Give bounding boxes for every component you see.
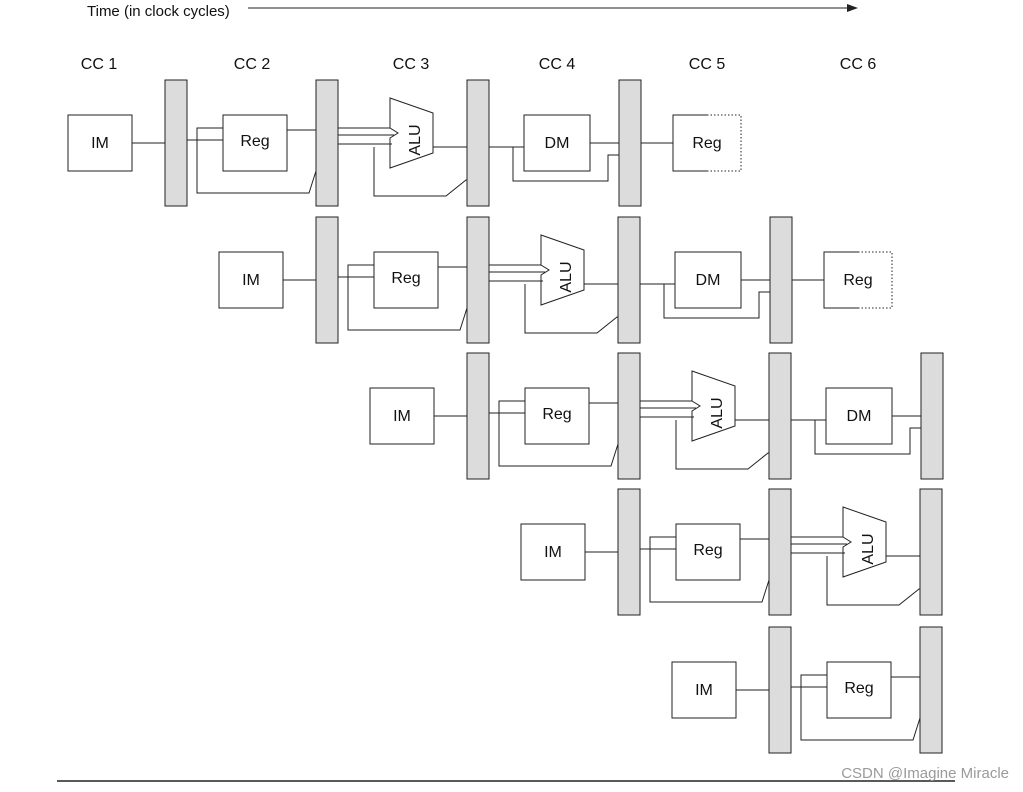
pipeline-register — [617, 488, 641, 616]
reg-read-dotted-edge — [524, 387, 557, 445]
instruction-row: IM Reg ALU DM — [369, 352, 944, 480]
pipeline-register — [466, 352, 490, 480]
reg-read-solid-edge — [406, 251, 439, 309]
alu-shape — [389, 97, 434, 169]
pipeline-register — [768, 352, 792, 480]
alu-shape — [842, 506, 887, 578]
pipeline-register — [617, 216, 641, 344]
wire — [498, 400, 525, 413]
cycle-label: CC 1 — [81, 56, 118, 73]
reg-read-dotted-edge — [373, 251, 406, 309]
pipeline-register — [315, 216, 339, 344]
reg-write-label: Reg — [692, 135, 721, 152]
cycle-label: CC 6 — [840, 56, 877, 73]
reg-label: Reg — [391, 270, 420, 287]
reg-read-dotted-edge — [826, 661, 859, 719]
reg-label: Reg — [844, 680, 873, 697]
dm-box — [674, 251, 742, 309]
cycle-label: CC 3 — [393, 56, 430, 73]
wire — [814, 420, 921, 455]
pipeline-register — [919, 488, 943, 616]
instruction-row: IM Reg ALU DM Reg — [218, 216, 893, 344]
pipeline-register — [919, 626, 943, 754]
reg-write-label: Reg — [843, 272, 872, 289]
pipeline-register — [164, 79, 188, 207]
pipeline-register — [466, 79, 490, 207]
time-axis-arrow — [847, 4, 858, 12]
alu-shape — [691, 370, 736, 442]
alu-label: ALU — [860, 533, 877, 564]
reg-read-dotted-edge — [675, 523, 708, 581]
pipeline-register — [920, 352, 944, 480]
pipeline-register — [768, 488, 792, 616]
cycle-label: CC 2 — [234, 56, 271, 73]
wire — [347, 264, 374, 277]
reg-read-dotted-edge — [222, 114, 255, 172]
alu-label: ALU — [407, 124, 424, 155]
wire — [800, 674, 827, 687]
im-box — [671, 661, 737, 719]
reg-label: Reg — [542, 406, 571, 423]
cycle-label: CC 4 — [539, 56, 576, 73]
dm-label: DM — [696, 272, 721, 289]
watermark: CSDN @Imagine Miracle — [841, 765, 1009, 782]
alu-label: ALU — [558, 261, 575, 292]
dm-label: DM — [847, 408, 872, 425]
wire — [196, 127, 223, 140]
pipeline-register — [769, 216, 793, 344]
time-axis-label: Time (in clock cycles) — [87, 3, 230, 20]
dm-box — [523, 114, 591, 172]
wire — [800, 687, 921, 741]
wire — [498, 413, 619, 467]
alu-shape — [540, 234, 585, 306]
im-label: IM — [544, 544, 562, 561]
instruction-row: IM Reg ALU — [520, 488, 943, 616]
instruction-row: IM Reg ALU DM Reg — [67, 79, 742, 207]
reg-label: Reg — [693, 542, 722, 559]
wire — [373, 147, 467, 197]
wire — [196, 140, 317, 194]
cycle-labels: CC 1 CC 2 CC 3 CC 4 CC 5 CC 6 — [81, 56, 877, 73]
wire — [649, 549, 770, 603]
im-label: IM — [91, 135, 109, 152]
cycle-label: CC 5 — [689, 56, 726, 73]
reg-read-solid-edge — [557, 387, 590, 445]
wire — [649, 536, 676, 549]
wire — [524, 284, 618, 334]
im-label: IM — [393, 408, 411, 425]
pipeline-register — [617, 352, 641, 480]
dm-label: DM — [545, 135, 570, 152]
reg-read-solid-edge — [859, 661, 892, 719]
pipeline-register — [466, 216, 490, 344]
dm-box — [825, 387, 893, 445]
instruction-row: IM Reg — [671, 626, 943, 754]
reg-read-solid-edge — [255, 114, 288, 172]
im-box — [369, 387, 435, 445]
im-label: IM — [242, 272, 260, 289]
wire — [663, 284, 770, 319]
im-label: IM — [695, 682, 713, 699]
wire — [512, 147, 619, 182]
reg-label: Reg — [240, 133, 269, 150]
pipeline-register — [618, 79, 642, 207]
reg-read-solid-edge — [708, 523, 741, 581]
alu-label: ALU — [709, 397, 726, 428]
wire — [826, 556, 920, 606]
wire — [347, 277, 468, 331]
pipeline-register — [768, 626, 792, 754]
im-box — [218, 251, 284, 309]
pipeline-register — [315, 79, 339, 207]
wire — [675, 420, 769, 470]
